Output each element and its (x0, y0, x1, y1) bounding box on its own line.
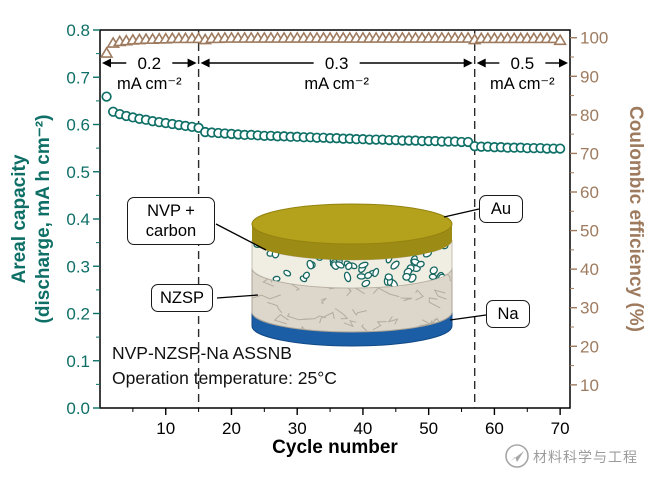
cell-name-label: NVP-NZSP-Na ASSNB (112, 343, 292, 363)
rate-unit-label: mA cm⁻² (117, 75, 182, 93)
arrowhead-left (102, 58, 111, 68)
nvp-carbon-callout: NVP + carbon (127, 197, 215, 245)
x-tick-label: 60 (485, 419, 504, 438)
au-layer-side (252, 224, 452, 260)
left-axis-title: Areal capacity (discharge, mA h cm⁻²) (8, 28, 56, 410)
arrowhead-left (476, 58, 486, 68)
watermark-logo (505, 444, 529, 468)
capacity-marker (554, 143, 566, 154)
arrowhead-right (463, 58, 473, 68)
right-tick-label: 30 (580, 299, 599, 318)
x-axis-ticks: 10 20 30 40 50 60 70 (132, 408, 570, 438)
right-tick-label: 40 (580, 260, 599, 279)
callout-line (449, 314, 487, 321)
right-tick-label: 10 (580, 376, 599, 395)
x-tick-label: 20 (222, 419, 241, 438)
arrowhead-right (187, 58, 197, 68)
right-tick-label: 60 (580, 183, 599, 202)
left-tick-label: 0.7 (66, 68, 90, 87)
coulombic-efficiency-series (99, 31, 567, 58)
right-tick-label: 20 (580, 337, 599, 356)
left-tick-label: 0.2 (66, 305, 90, 324)
x-tick-label: 10 (156, 419, 175, 438)
right-tick-label: 100 (580, 29, 608, 48)
watermark-text: 材料科学与工程 (533, 449, 638, 465)
right-tick-label: 70 (580, 144, 599, 163)
efficiency-marker (99, 46, 114, 58)
left-tick-label: 0.0 (66, 399, 90, 418)
rate-unit-label: mA cm⁻² (304, 75, 369, 93)
right-axis-title: Coulombic efficiency (%) (625, 106, 646, 332)
rate-value-label: 0.5 (511, 54, 535, 73)
arrowhead-right (559, 58, 568, 68)
callout-line (216, 294, 259, 299)
efficiency-marker (553, 33, 567, 46)
rate-annotations: 0.2 mA cm⁻² 0.3 mA cm⁻² 0.5 mA cm⁻² (102, 54, 568, 93)
left-axis-title-line2: (discharge, mA h cm⁻²) (33, 114, 54, 324)
x-axis-title: Cycle number (272, 437, 398, 458)
x-tick-label: 50 (419, 419, 438, 438)
au-callout: Au (479, 195, 523, 223)
x-tick-label: 30 (288, 419, 307, 438)
capacity-marker (101, 91, 112, 102)
left-tick-label: 0.8 (66, 21, 90, 40)
right-tick-label: 80 (580, 106, 599, 125)
callout-line (443, 208, 480, 218)
rate-value-label: 0.3 (325, 54, 349, 73)
x-tick-label: 40 (353, 419, 372, 438)
cell-schematic (215, 203, 487, 347)
right-tick-label: 90 (580, 67, 599, 86)
nzsp-callout: NZSP (151, 284, 214, 312)
efficiency-marker (546, 31, 561, 44)
arrowhead-left (200, 58, 210, 68)
callout-line (215, 223, 267, 251)
left-axis-ticks: 0.0 0.1 0.2 0.3 0.4 0.5 0.6 0.7 0.8 (66, 21, 100, 418)
operation-temperature-label: Operation temperature: 25°C (112, 368, 337, 388)
left-tick-label: 0.5 (66, 163, 90, 182)
au-layer-top (251, 203, 453, 245)
left-tick-label: 0.3 (66, 257, 90, 276)
left-tick-label: 0.4 (66, 210, 90, 229)
left-tick-label: 0.1 (66, 352, 90, 371)
na-callout: Na (486, 300, 530, 328)
right-axis-ticks: 10 20 30 40 50 60 70 80 90 100 (570, 29, 608, 395)
areal-capacity-series (101, 91, 566, 154)
left-axis-title-line1: Areal capacity (9, 154, 30, 284)
rate-value-label: 0.2 (137, 54, 161, 73)
rate-unit-label: mA cm⁻² (490, 75, 555, 93)
left-tick-label: 0.6 (66, 116, 90, 135)
x-tick-label: 70 (551, 419, 570, 438)
right-tick-label: 50 (580, 222, 599, 241)
